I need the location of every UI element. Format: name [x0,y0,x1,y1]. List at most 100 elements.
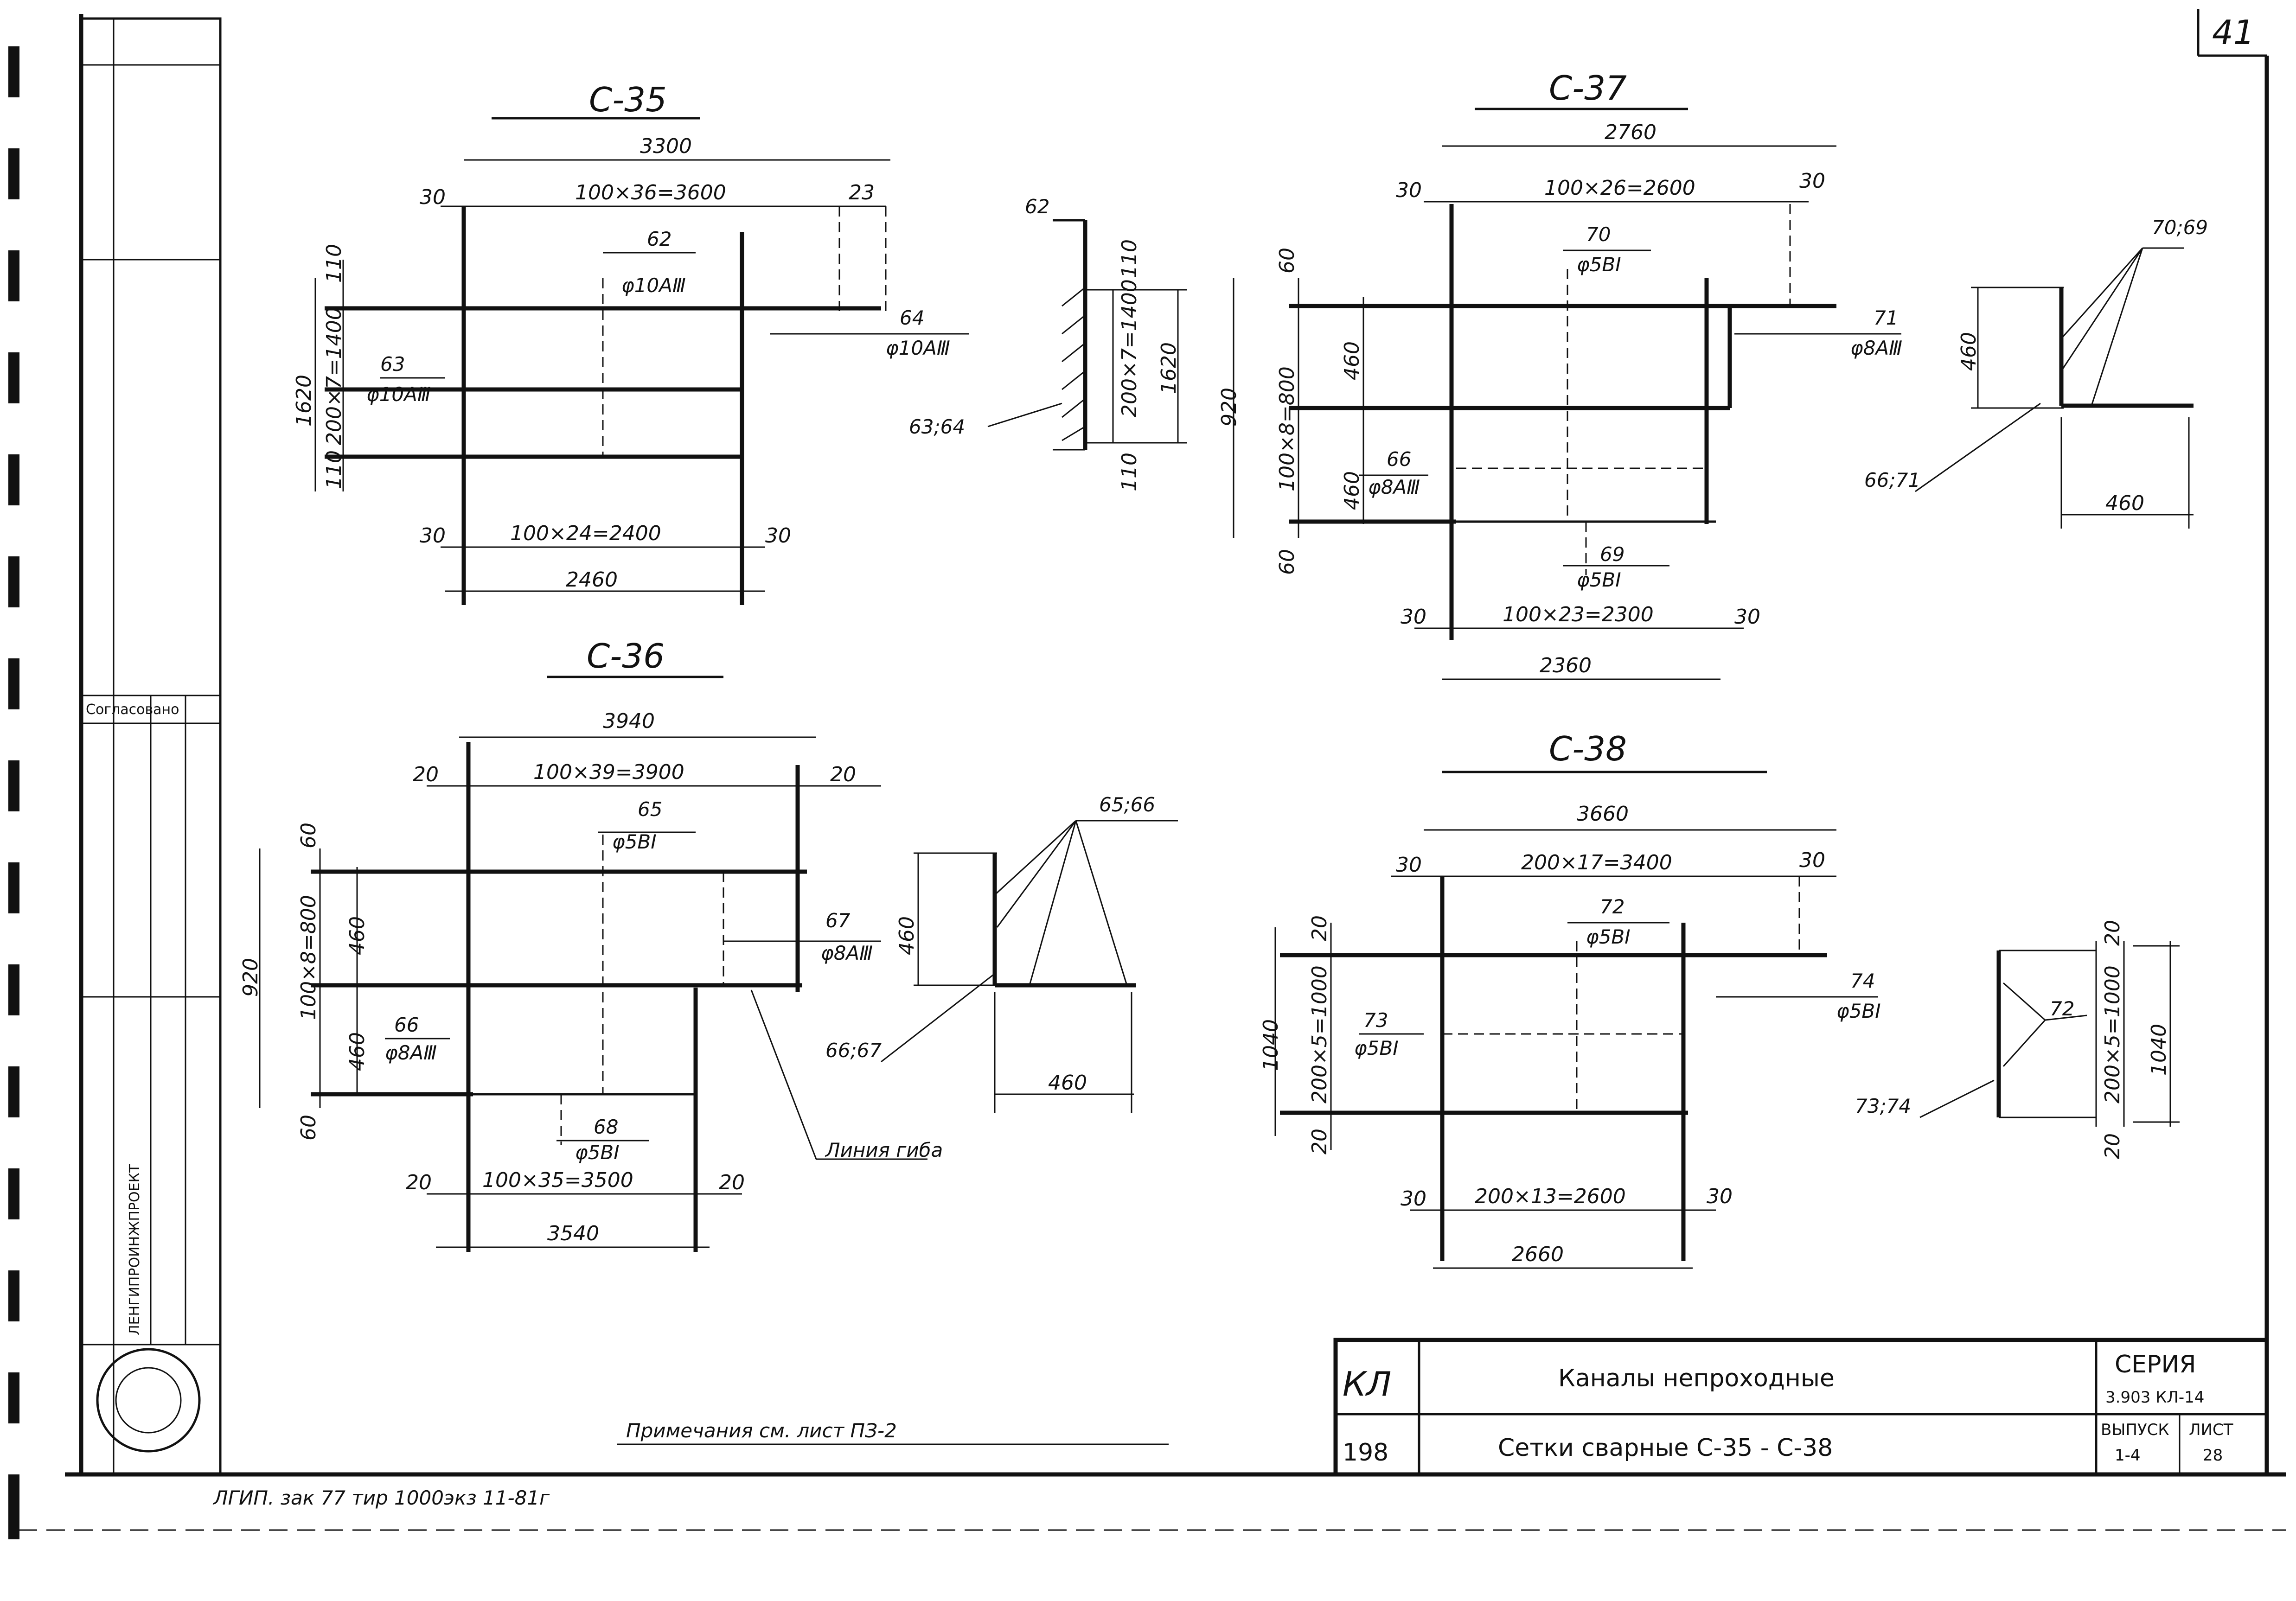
c35-bar-top-pos: 62 [647,228,672,250]
title-block: КЛ 198 Каналы непроходные Сетки сварные … [1333,1338,2269,1477]
c38-vert-edge-bottom: 20 [1308,1129,1331,1155]
page-number: 41 [2212,13,2255,52]
c37-section-callout-top: 70;69 [2152,216,2208,239]
c35-bottom-overall: 2460 [566,568,618,592]
c37-bar-top-pos: 70 [1586,223,1611,246]
c36-vert-edge-bottom: 60 [297,1115,320,1141]
c38-bar-mid-dia: φ5ВⅠ [1354,1037,1399,1059]
c35-bottom-edge-left: 30 [420,524,446,548]
c36-bar-right-pos: 67 [825,909,851,932]
c38-edge-left: 30 [1396,853,1422,877]
c36-bar-low-pos: 68 [594,1116,618,1138]
c36-bottom-edge-right: 20 [719,1171,745,1194]
mesh-c38: С-38 3660 200×17=3400 30 30 72 φ5ВⅠ 74 φ… [1259,729,2180,1269]
c36-vert-edge-top: 60 [297,823,320,848]
tb-series-value: 3.903 КЛ-14 [2105,1388,2204,1407]
c37-bottom-overall: 2360 [1540,654,1592,677]
c35-vert-pitch: 200×7=1400 [322,307,346,445]
c35-section-edge-bottom: 110 [1118,453,1141,491]
c37-section-height: 460 [1957,332,1981,371]
tb-issue-label: ВЫПУСК [2101,1421,2169,1439]
c37-part-bottom: 460 [1340,471,1364,510]
c35-section-edge-top: 110 [1118,239,1141,278]
c35-vert-edge-bottom: 110 [322,450,346,489]
c37-part-top: 460 [1340,341,1364,380]
c36-section-callout-top: 65;66 [1099,793,1155,816]
c38-bar-top-pos: 72 [1600,895,1624,918]
c35-section-top: 62 [1025,195,1049,218]
tb-sheet-label: ЛИСТ [2189,1421,2233,1439]
c36-overall: 3940 [603,709,655,733]
c36-bottom-pitch: 100×35=3500 [482,1168,633,1192]
c37-bar-mid-dia: φ8АⅢ [1368,476,1420,498]
c38-overall: 3660 [1577,802,1629,826]
c36-bar-low-dia: φ5ВⅠ [575,1141,620,1164]
c37-edge-right: 30 [1799,169,1825,193]
c38-bottom-pitch: 200×13=2600 [1475,1185,1626,1208]
mesh-c35: С-35 3300 100×36=3600 30 23 62 φ10АⅢ 64 … [292,80,1187,605]
c38-bottom-edge-left: 30 [1401,1187,1426,1211]
c36-bar-mid-dia: φ8АⅢ [385,1041,437,1064]
c35-vert-edge-top: 110 [322,244,346,283]
c37-bar-mid-pos: 66 [1387,448,1411,471]
c36-bar-top-pos: 65 [638,798,662,821]
c38-title: С-38 [1549,729,1627,768]
c38-section-pitch: 200×5=1000 [2101,965,2124,1103]
c37-vert-edge-bottom: 60 [1275,549,1299,575]
c38-edge-right: 30 [1799,848,1825,872]
c35-pitch: 100×36=3600 [575,181,726,204]
c37-section-callout-bottom: 66;71 [1864,469,1920,491]
c37-bottom-edge-left: 30 [1401,605,1426,629]
print-info: ЛГИП. зак 77 тир 1000экз 11-81г [212,1486,550,1509]
c36-bar-right-dia: φ8АⅢ [821,942,873,964]
c37-height: 920 [1217,388,1241,427]
c37-pitch: 100×26=2600 [1544,176,1695,200]
binding-marks [8,46,19,1539]
c36-bar-mid-pos: 66 [394,1014,419,1036]
c38-section-edge-top: 20 [2101,920,2124,946]
c38-bottom-overall: 2660 [1512,1243,1564,1266]
tb-code: КЛ [1343,1365,1391,1403]
c37-bar-low-dia: φ5ВⅠ [1577,568,1621,591]
c35-bar-mid-pos: 63 [380,353,405,376]
c37-title: С-37 [1549,69,1627,108]
c35-edge-right: 23 [849,181,875,204]
c36-edge-right: 20 [830,763,856,786]
c38-bar-right-dia: φ5ВⅠ [1836,1000,1881,1022]
c36-section-width: 460 [1048,1071,1087,1095]
c35-bar-top-dia: φ10АⅢ [621,274,686,297]
c36-bend-label: Линия гиба [825,1139,943,1161]
tb-issue-value: 1-4 [2115,1446,2141,1465]
c38-vert-edge-top: 20 [1308,915,1331,941]
c38-bar-mid-pos: 73 [1363,1009,1388,1032]
c36-pitch: 100×39=3900 [533,760,684,784]
c38-section-edge-bottom: 20 [2101,1133,2124,1159]
c36-part-top: 460 [345,916,369,955]
note-text: Примечания см. лист ПЗ-2 [626,1419,897,1442]
side-stamp: ЛЕНГИПРОИНЖПРОЕКТ Согласовано [80,17,222,1476]
c38-height: 1040 [1259,1019,1283,1071]
c37-bar-top-dia: φ5ВⅠ [1577,253,1621,276]
mesh-c37: С-37 2760 100×26=2600 30 30 70 φ5ВⅠ 71 φ… [1217,69,2208,680]
c36-title: С-36 [587,637,665,676]
c36-bottom-overall: 3540 [547,1222,599,1245]
tb-series-label: СЕРИЯ [2115,1351,2196,1378]
c38-bar-top-dia: φ5ВⅠ [1586,925,1631,948]
c36-bottom-edge-left: 20 [406,1171,432,1194]
c37-bottom-edge-right: 30 [1734,605,1760,629]
c35-bar-mid-dia: φ10АⅢ [366,383,431,406]
c36-edge-left: 20 [413,763,439,786]
sheet-frame [19,9,2286,1531]
c36-section-callout-bottom: 66;67 [825,1039,882,1062]
c38-bar-right-pos: 74 [1850,970,1875,992]
side-stamp-agreed: Согласовано [86,702,179,718]
tb-code-num: 198 [1343,1439,1388,1467]
c35-bar-right-dia: φ10АⅢ [886,337,950,359]
c36-height: 920 [239,958,262,997]
c38-pitch: 200×17=3400 [1521,851,1672,874]
c37-vert-edge-top: 60 [1275,248,1299,274]
c37-overall: 2760 [1605,121,1656,144]
c37-bar-right-dia: φ8АⅢ [1850,337,1902,359]
c36-part-bottom: 460 [345,1032,369,1071]
